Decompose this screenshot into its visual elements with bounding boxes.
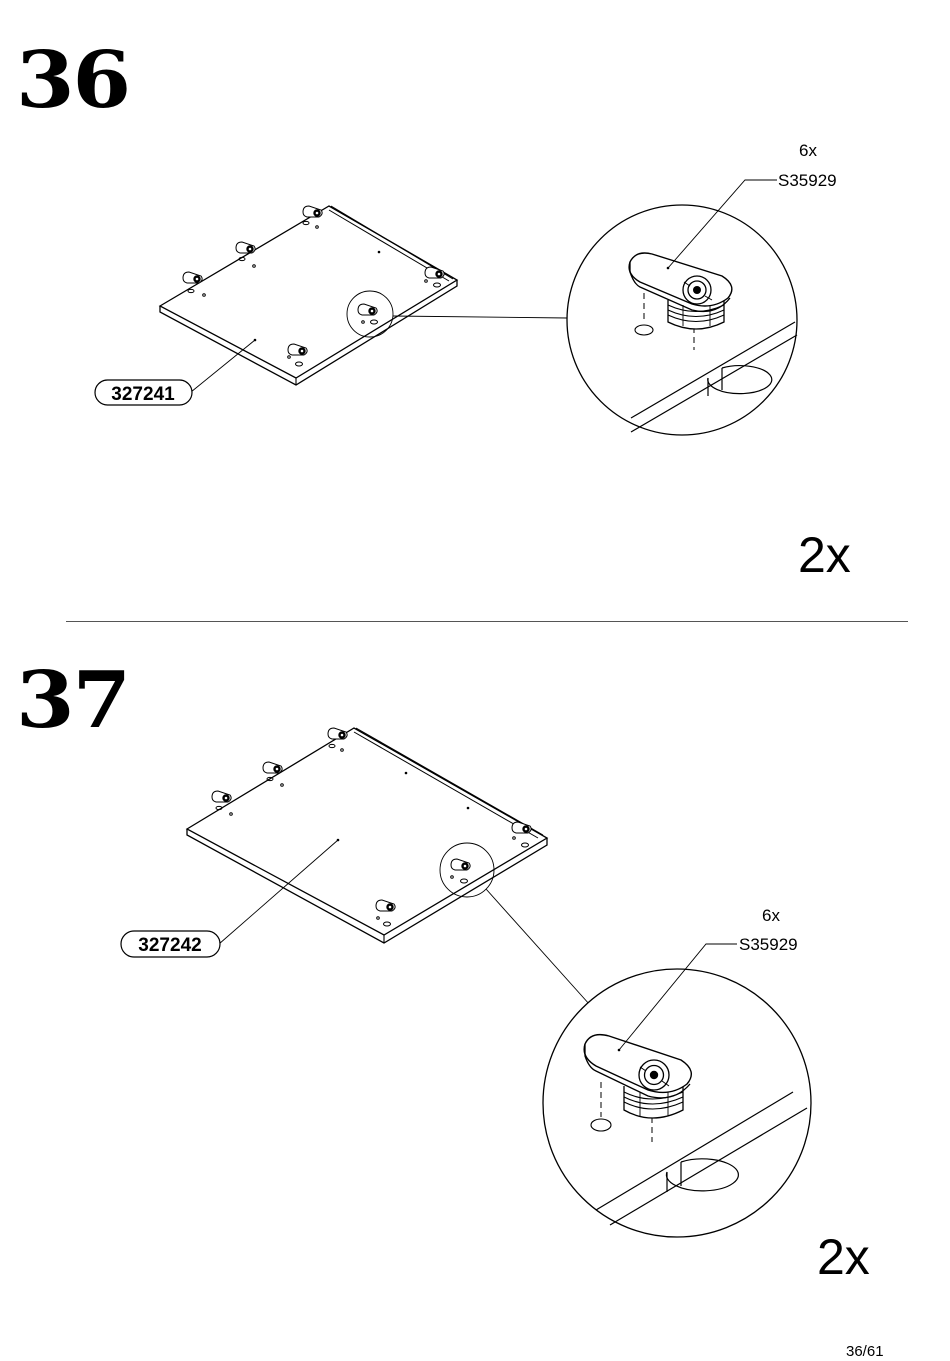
step-37-panel [187, 728, 547, 943]
step-37-quantity: 2x [817, 1232, 870, 1282]
step-36-quantity: 2x [798, 530, 851, 580]
detail-view-36 [567, 180, 797, 435]
hardware-count-37: 6x [762, 906, 780, 925]
hardware-count-36: 6x [799, 141, 817, 160]
step-36-panel [160, 206, 457, 385]
panel-part-id-37: 327242 [138, 935, 201, 956]
hardware-part-id-37: S35929 [739, 935, 798, 954]
hardware-part-id-36: S35929 [778, 171, 837, 190]
detail-view-37 [543, 944, 811, 1237]
page-number: 36/61 [846, 1344, 884, 1359]
panel-part-id-36: 327241 [111, 384, 175, 405]
